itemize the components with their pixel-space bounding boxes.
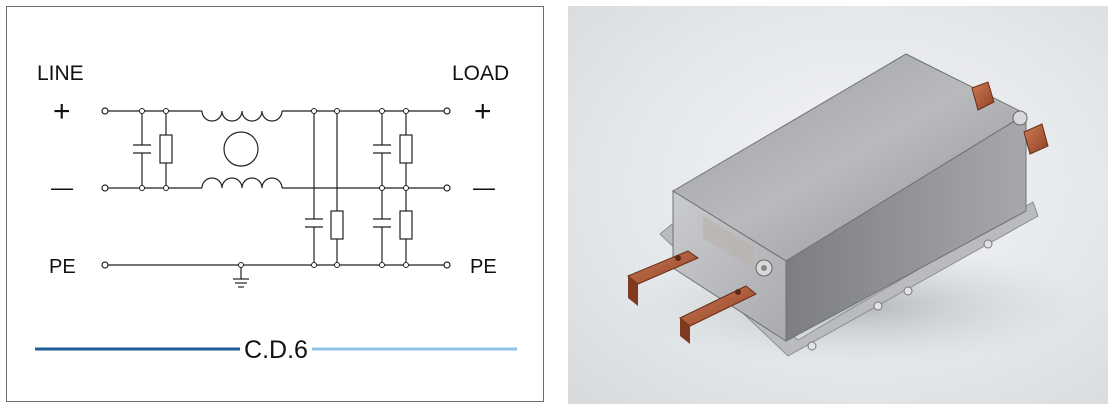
terminal-dots xyxy=(101,107,451,269)
schematic-panel: LINE LOAD + + — — PE PE xyxy=(6,6,544,402)
circuit-diagram: LINE LOAD + + — — PE PE xyxy=(35,62,517,364)
output-minus-symbol: — xyxy=(473,175,495,200)
junction-dots xyxy=(139,108,409,268)
product-photo-panel xyxy=(568,6,1108,404)
output-plus-symbol: + xyxy=(474,95,492,128)
filter-enclosure-render-icon xyxy=(627,53,1088,366)
diagram-caption: C.D.6 xyxy=(244,336,308,364)
line-label: LINE xyxy=(37,62,84,85)
input-plus-symbol: + xyxy=(53,95,71,128)
input-pe-label: PE xyxy=(49,256,76,278)
output-pe-label: PE xyxy=(470,256,497,278)
load-label: LOAD xyxy=(452,62,509,85)
circuit-wiring xyxy=(107,110,445,288)
input-minus-symbol: — xyxy=(51,175,73,200)
